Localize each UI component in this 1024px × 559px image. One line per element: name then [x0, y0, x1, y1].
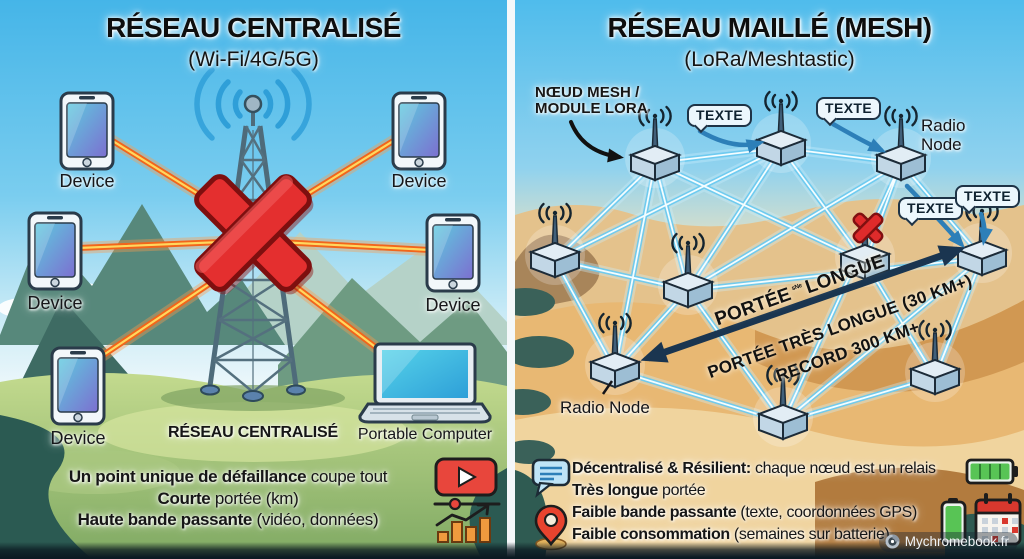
left-feature-icons: [433, 457, 501, 543]
feature-bold: Haute bande passante: [77, 510, 253, 529]
feature-rest: (semaines sur batterie): [729, 526, 890, 543]
texte-bubble-2: TEXTE: [816, 97, 882, 120]
tower-label: RÉSEAU CENTRALISÉ: [168, 424, 338, 441]
left-feature-line-1: Un point unique de défaillance coupe tou…: [28, 466, 428, 488]
right-feature-line-4: Faible consommation (semaines sur batter…: [572, 526, 890, 544]
device-label-2: Device: [27, 293, 83, 313]
feature-bold: Faible bande passante: [572, 504, 737, 521]
centralized-network-illustration: [0, 0, 507, 559]
laptop-label: Portable Computer: [357, 426, 493, 443]
texte-bubble-3: TEXTE: [898, 197, 964, 220]
radio-node-label-top: Radio Node: [921, 116, 966, 154]
device-label-4: Device: [391, 171, 447, 191]
device-label-5: Device: [425, 295, 481, 315]
video-player-icon: [433, 457, 501, 511]
range-double-arrow: [640, 245, 966, 363]
radio-node-label-bottom: Radio Node: [560, 398, 650, 417]
mesh-panel: RÉSEAU MAILLÉ (MESH) (LoRa/Meshtastic) N…: [515, 0, 1024, 559]
left-feature-line-3: Haute bande passante (vidéo, données): [28, 509, 428, 531]
left-feature-list: Un point unique de défaillance coupe tou…: [28, 466, 428, 531]
watermark-text: Mychromebook.fr: [904, 534, 1009, 549]
right-feature-line-2: Très longue portée: [572, 482, 706, 500]
right-panel-title: RÉSEAU MAILLÉ (MESH): [607, 12, 932, 43]
left-panel-title: RÉSEAU CENTRALISÉ: [106, 12, 401, 43]
callout-arrow: [569, 120, 624, 163]
left-feature-line-2: Courte portée (km): [28, 488, 428, 510]
red-cross-icon: [194, 174, 314, 295]
wifi-waves-icon: [194, 67, 312, 141]
callout-line-1: NŒUD MESH /: [535, 84, 640, 101]
range-label-small-text: ˢᴺᵉ: [790, 281, 804, 295]
device-label-1: Device: [59, 171, 115, 191]
watermark: Mychromebook.fr: [878, 532, 1018, 552]
texte-bubble-1: TEXTE: [687, 104, 753, 127]
bottom-dark-strip: [0, 542, 1024, 559]
feature-rest: coupe tout: [306, 467, 388, 486]
centralized-panel: RÉSEAU CENTRALISÉ (Wi-Fi/4G/5G) Device D…: [0, 0, 507, 559]
right-feature-line-1: Décentralisé & Résilient: chaque nœud es…: [572, 460, 936, 478]
feature-rest: portée: [657, 482, 706, 499]
texte-bubble-4: TEXTE: [955, 185, 1021, 208]
feature-rest: (vidéo, données): [252, 510, 379, 529]
battery-horizontal-icon: [965, 458, 1018, 485]
right-feature-icons-left: [531, 458, 571, 551]
calendar-icon: [974, 493, 1022, 546]
feature-bold: Décentralisé & Résilient:: [572, 460, 751, 477]
red-cross-icon: [852, 212, 884, 244]
mesh-node-callout: NŒUD MESH / MODULE LORA: [535, 85, 648, 117]
callout-line-2: MODULE LORA: [535, 100, 648, 117]
right-panel-subtitle: (LoRa/Meshtastic): [684, 48, 855, 71]
feature-rest: portée (km): [210, 488, 299, 508]
message-arrows: [697, 121, 993, 249]
feature-rest: chaque nœud est un relais: [750, 460, 936, 477]
feature-bold: Très longue: [572, 482, 658, 499]
device-label-3: Device: [50, 428, 106, 448]
mesh-network-illustration: [515, 0, 1024, 559]
feature-bold: Faible consommation: [572, 526, 730, 543]
right-feature-line-3: Faible bande passante (texte, coordonnée…: [572, 504, 917, 522]
feature-rest: (texte, coordonnées GPS): [736, 504, 917, 521]
bar-chart-growth-icon: [435, 503, 491, 543]
right-feature-icons-right: [940, 458, 1022, 546]
laptop-icon: [358, 342, 492, 424]
label-tick: [601, 380, 614, 395]
battery-vertical-icon: [940, 498, 967, 546]
left-panel-subtitle: (Wi-Fi/4G/5G): [188, 48, 319, 71]
mychromebook-logo-icon: [885, 534, 900, 549]
chat-bubble-icon: [531, 458, 571, 498]
feature-bold: Courte: [157, 488, 211, 508]
feature-bold: Un point unique de défaillance: [68, 467, 307, 486]
